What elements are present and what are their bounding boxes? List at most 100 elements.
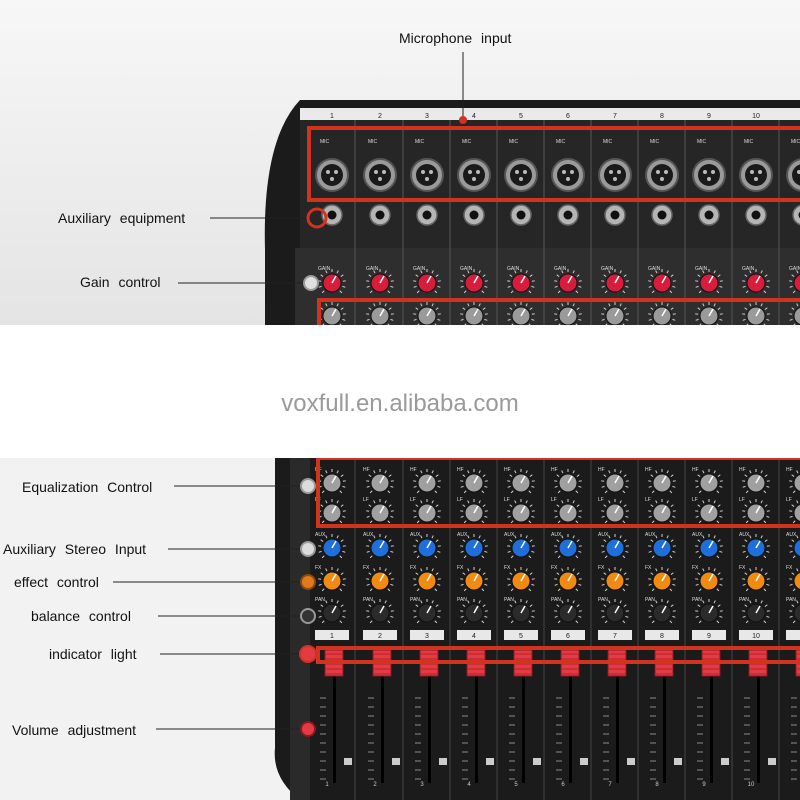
aux-knob xyxy=(742,534,770,559)
knob-tick xyxy=(370,323,373,325)
knob-tag-lf: LF xyxy=(504,497,510,503)
gain-knob xyxy=(413,269,441,294)
knob-tick xyxy=(622,323,625,325)
knob-tick xyxy=(507,550,511,553)
knob-tick xyxy=(666,303,669,307)
knob-tick xyxy=(717,274,721,277)
knob-tick xyxy=(744,474,748,477)
knob-tick xyxy=(437,550,441,553)
aux-knob xyxy=(789,535,800,559)
knob-tick xyxy=(604,620,608,624)
channel-number-bottom: 5 xyxy=(514,782,518,788)
knob-tick xyxy=(695,615,699,618)
knob-tag-lf: LF xyxy=(739,497,745,503)
knob-tick xyxy=(760,303,763,307)
knob-tick xyxy=(416,588,420,592)
knob-tick xyxy=(666,535,669,539)
mixer-body-bottom xyxy=(274,458,800,800)
xlr-pin xyxy=(660,177,664,181)
highlight-indicator-row xyxy=(316,646,800,664)
knob-tick xyxy=(625,550,629,553)
knob-tick xyxy=(339,323,342,325)
knob-tick xyxy=(529,474,533,477)
knob-tick xyxy=(698,555,702,559)
fader-slot xyxy=(381,653,384,783)
knob-tick xyxy=(572,470,575,474)
bottom-mixer-drawing: HFLFAUXFXPAN11HFLFAUXFXPAN22HFLFAUXFXPAN… xyxy=(113,458,800,800)
knob-tick xyxy=(603,539,607,542)
aux-knob xyxy=(366,534,394,559)
knob-tick xyxy=(672,515,676,518)
fx-knob xyxy=(742,567,770,592)
knob-tick xyxy=(792,290,796,294)
knob-tick xyxy=(648,515,652,518)
knob-tick xyxy=(336,568,339,572)
knob-tick xyxy=(666,270,669,274)
knob-pointer xyxy=(755,573,761,582)
knob-tick xyxy=(796,568,799,572)
fader-slot xyxy=(616,653,619,783)
knob-tick xyxy=(576,604,580,607)
channel-number-mid: 10 xyxy=(752,633,760,640)
aux-knob xyxy=(460,534,488,559)
knob-tick xyxy=(509,274,513,277)
channel-number-mid: 1 xyxy=(330,633,334,640)
knob-pointer xyxy=(661,573,667,582)
knob-tick xyxy=(413,583,417,586)
knob-tick xyxy=(651,588,655,592)
knob-tick xyxy=(482,539,486,542)
knob-tick xyxy=(744,572,748,575)
knob-pointer xyxy=(661,505,667,514)
knob-tick xyxy=(435,474,439,477)
knob-pointer xyxy=(661,475,667,484)
knob-tick xyxy=(651,490,655,494)
knob-tick xyxy=(529,539,533,542)
knob-tick xyxy=(623,572,627,575)
knob-tick xyxy=(719,583,723,586)
knob-pointer xyxy=(520,540,526,549)
marker-gain-control xyxy=(303,275,319,291)
knob-tick xyxy=(416,290,420,294)
knob-tick xyxy=(557,620,561,624)
knob-tag-pan: PAN xyxy=(363,597,373,603)
knob-tick xyxy=(478,568,481,572)
knob-pointer xyxy=(567,308,573,317)
knob-tick xyxy=(420,568,423,572)
knob-tick xyxy=(321,290,325,294)
knob-tick xyxy=(717,604,721,607)
knob-pointer xyxy=(426,475,432,484)
knob-tick xyxy=(561,303,564,307)
knob-tick xyxy=(603,307,607,310)
knob-tick xyxy=(670,474,674,477)
eq-high-knob xyxy=(648,469,676,494)
eq-knob-partial xyxy=(695,302,723,325)
knob-tick xyxy=(650,307,654,310)
eq-knob-partial xyxy=(742,302,770,325)
knob-pointer xyxy=(520,505,526,514)
knob-tick xyxy=(697,604,701,607)
gain-tag: GAIN xyxy=(695,266,708,272)
channel-label-plate xyxy=(598,630,632,640)
line-jack-hole xyxy=(563,210,573,220)
knob-tick xyxy=(666,470,669,474)
knob-tick xyxy=(557,555,561,559)
knob-tick xyxy=(366,515,370,518)
xlr-pin xyxy=(382,170,386,174)
knob-tag-aux: AUX xyxy=(786,532,797,538)
knob-pointer xyxy=(661,275,667,284)
eq-low-knob xyxy=(695,499,723,524)
line-jack-hole xyxy=(516,210,526,220)
knob-cap xyxy=(793,603,800,623)
knob-tick xyxy=(484,615,488,618)
knob-tick xyxy=(481,323,484,325)
channel-number-top: 10 xyxy=(752,113,760,120)
knob-tick xyxy=(792,490,796,494)
pfl-button xyxy=(580,758,588,765)
mic-tag: MIC xyxy=(320,139,330,145)
knob-tick xyxy=(719,285,723,288)
knob-tick xyxy=(478,535,481,539)
knob-tick xyxy=(417,323,420,325)
knob-tick xyxy=(717,504,721,507)
pan-knob xyxy=(318,599,346,624)
knob-tick xyxy=(669,588,673,592)
